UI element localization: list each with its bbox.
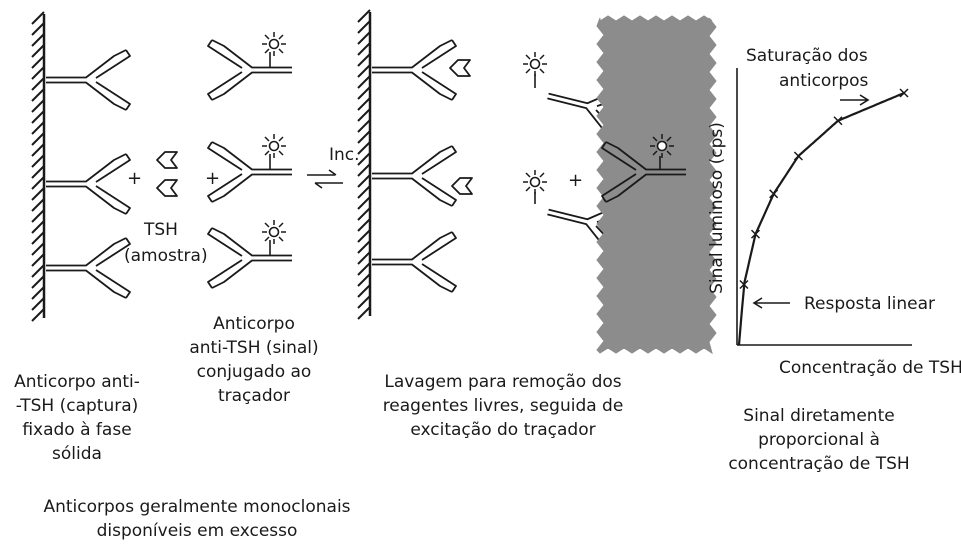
saturation-annotation-line2: anticorpos	[779, 71, 869, 91]
linear-response-annotation: Resposta linear	[804, 294, 935, 314]
capture-antibodies	[45, 49, 131, 299]
saturation-annotation-line1: Saturação dos	[746, 46, 868, 66]
svg-text:+: +	[568, 170, 583, 191]
solid-phase-wall-left	[31, 11, 46, 322]
data-point	[833, 116, 843, 126]
data-point	[793, 151, 803, 161]
linear-response-arrow-icon	[752, 297, 790, 309]
signal-antibody-caption: Anticorpo anti-TSH (sinal) conjugado ao …	[189, 314, 319, 406]
wash-band	[596, 15, 717, 355]
sample-label: (amostra)	[124, 246, 208, 266]
signal-antibodies	[207, 31, 293, 289]
data-point	[739, 279, 749, 290]
chart-y-axis-label: Sinal luminoso (cps)	[707, 122, 727, 294]
excess-caption: Anticorpos geralmente monoclonais dispon…	[43, 497, 351, 541]
incubation-label: Inc.	[329, 145, 360, 165]
wash-caption: Lavagem para remoção dos reagentes livre…	[382, 372, 624, 440]
incubation-arrows-icon	[307, 169, 343, 189]
chart-x-axis-label: Concentração de TSH	[779, 358, 961, 378]
data-point	[899, 88, 909, 98]
data-point	[750, 229, 761, 239]
result-caption: Sinal diretamente proporcional à concent…	[728, 406, 910, 474]
svg-text:+: +	[127, 168, 142, 189]
tsh-label: TSH	[144, 220, 178, 240]
response-curve	[737, 91, 905, 346]
solid-phase-wall-middle	[357, 9, 372, 320]
saturation-arrow-icon	[840, 94, 870, 106]
data-point	[769, 189, 779, 199]
svg-text:+: +	[205, 168, 220, 189]
dose-response-chart	[736, 68, 912, 346]
tsh-molecule-icon	[156, 151, 178, 197]
sandwich-complexes	[371, 39, 638, 293]
capture-antibody-caption: Anticorpo anti- -TSH (captura) fixado à …	[14, 372, 140, 464]
